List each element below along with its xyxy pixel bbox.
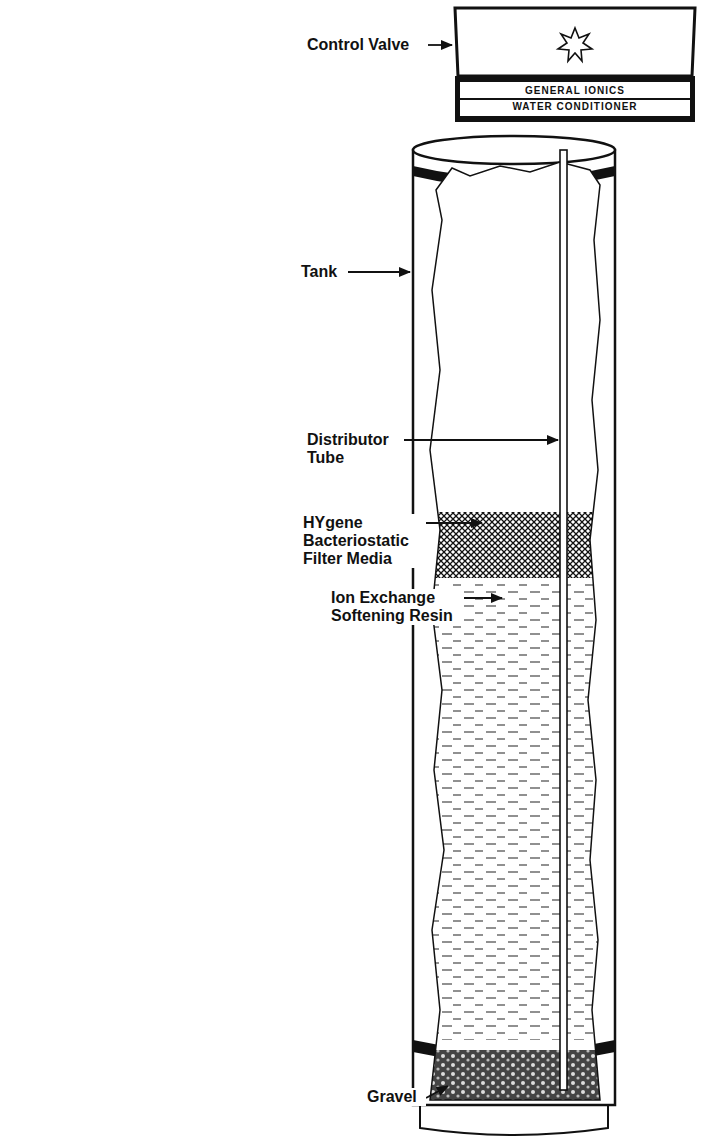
part-label: Gravel bbox=[366, 1088, 426, 1106]
leader-lines bbox=[348, 45, 558, 1098]
part-label: Distributor Tube bbox=[306, 431, 404, 467]
control-valve bbox=[455, 8, 695, 122]
cutaway-edge bbox=[430, 162, 600, 1100]
part-label: Ion Exchange Softening Resin bbox=[330, 589, 464, 625]
brand-text: GENERAL IONICS bbox=[460, 84, 690, 99]
part-label: HYgene Bacteriostatic Filter Media bbox=[302, 514, 426, 568]
distributor-tube bbox=[560, 150, 567, 1090]
part-label: Tank bbox=[300, 263, 348, 281]
tank-cutaway bbox=[420, 150, 610, 1110]
brand-text: WATER CONDITIONER bbox=[460, 98, 690, 115]
filter-media bbox=[420, 512, 610, 578]
valve-label-band: GENERAL IONICSWATER CONDITIONER bbox=[457, 79, 693, 119]
tank bbox=[413, 136, 615, 1135]
resin-bed bbox=[420, 580, 610, 1040]
gravel-bed bbox=[420, 1050, 610, 1105]
part-label: Control Valve bbox=[306, 36, 428, 54]
